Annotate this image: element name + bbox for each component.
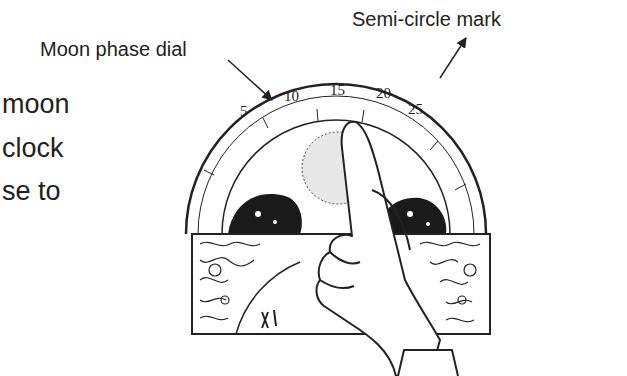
dial-number: 20 (376, 85, 391, 102)
dial-outer-arc (186, 84, 486, 234)
dial-number: 25 (408, 101, 423, 118)
main-dial-arc (236, 262, 300, 334)
dial-rim-arc (198, 96, 474, 234)
body-text-fragment: moon (2, 90, 70, 120)
hemisphere-left (228, 194, 302, 234)
leader-line (228, 60, 272, 100)
callout-label: Semi-circle mark (352, 8, 501, 30)
dial-number: 15 (330, 82, 345, 99)
dial-number: 5 (240, 103, 248, 120)
body-text-fragment: clock (2, 134, 64, 164)
hemisphere-speckles (255, 211, 430, 226)
dial-number: 10 (284, 88, 299, 105)
leader-arrow (440, 38, 466, 78)
callout-label: Moon phase dial (40, 38, 187, 60)
body-text-fragment: se to (2, 177, 61, 207)
gloved-hand (317, 122, 458, 376)
roman-numeral-marks (262, 310, 276, 328)
dial-inner-arc (222, 120, 450, 234)
